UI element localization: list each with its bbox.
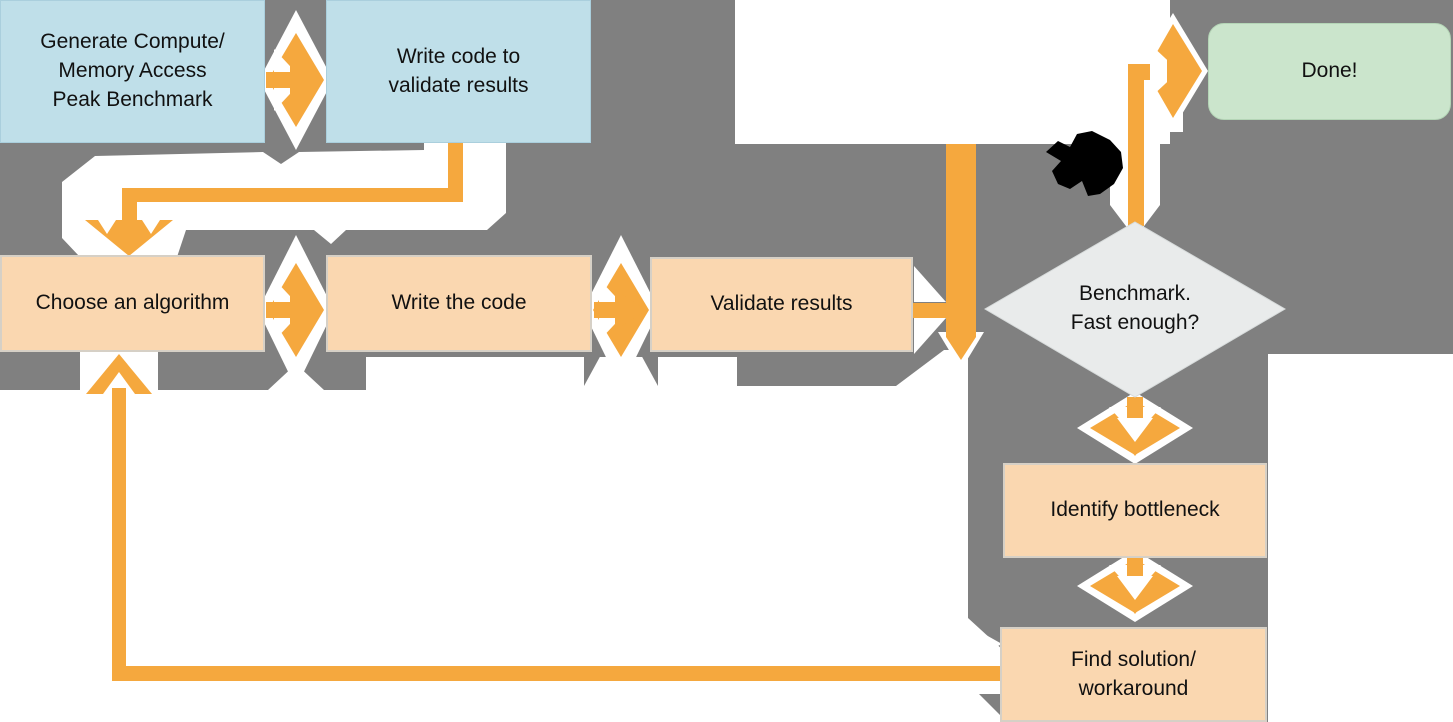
node-write-validation-code: Write code to validate results bbox=[326, 0, 591, 143]
gray-wedge bbox=[584, 353, 602, 386]
node-done: Done! bbox=[1208, 23, 1451, 120]
done-arrowhead bbox=[1167, 52, 1198, 90]
notch bbox=[103, 372, 135, 394]
node-benchmark-decision-label: Benchmark. Fast enough? bbox=[1070, 282, 1200, 334]
ink-annotation bbox=[1046, 131, 1123, 196]
white-region-bottom-left bbox=[0, 350, 1003, 722]
white-region-bottom-right bbox=[1268, 354, 1453, 722]
validate-junction-wedge-top bbox=[914, 266, 946, 302]
flow-arrows bbox=[85, 24, 1202, 681]
kite-connectors bbox=[266, 33, 649, 357]
node-identify-bottleneck: Identify bottleneck bbox=[1003, 463, 1267, 558]
gray-wedge bbox=[640, 353, 658, 386]
node-choose-algorithm: Choose an algorithm bbox=[0, 255, 265, 352]
notch bbox=[98, 220, 116, 234]
node-validate-results: Validate results bbox=[650, 257, 913, 352]
return-arrow-shaft bbox=[112, 388, 126, 448]
gray-wedge-find-corner bbox=[979, 694, 1003, 718]
validate-to-decision-arrow bbox=[913, 303, 947, 318]
find-entry-notch bbox=[970, 626, 1002, 660]
node-find-solution: Find solution/ workaround bbox=[1000, 627, 1267, 722]
notch bbox=[142, 220, 160, 234]
decision-diamond bbox=[984, 221, 1286, 398]
node-generate-peak-benchmark: Generate Compute/ Memory Access Peak Ben… bbox=[0, 0, 265, 143]
node-write-the-code: Write the code bbox=[326, 255, 592, 352]
return-arrow bbox=[86, 354, 1003, 681]
notch bbox=[1150, 44, 1179, 98]
vertical-connectors bbox=[1090, 397, 1180, 614]
top-to-decision-band bbox=[946, 144, 976, 360]
validate-junction-wedge-bottom bbox=[914, 318, 946, 354]
loop-arrow-halo bbox=[62, 143, 506, 268]
